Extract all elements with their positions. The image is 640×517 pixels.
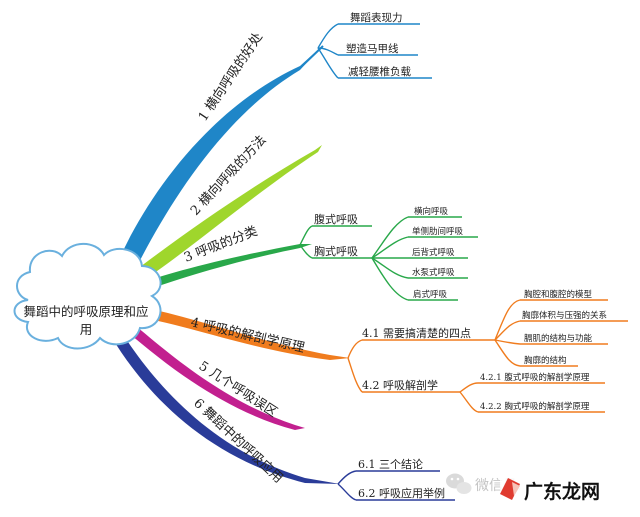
b6-child-label: 6.1 三个结论	[358, 457, 423, 471]
b4-leaf-label: 胸廓体积与压强的关系	[522, 310, 607, 321]
central-topic-line1: 舞蹈中的呼吸原理和应	[23, 304, 148, 319]
watermark-brand-bg	[500, 476, 640, 504]
b3-leaf-connector	[371, 257, 409, 301]
b1-connector	[317, 47, 339, 79]
b3-leaf-label: 后背式呼吸	[412, 247, 455, 258]
branch-2-shape	[120, 145, 322, 287]
b1-connector	[317, 47, 339, 56]
b3-leaf-connector	[371, 257, 409, 279]
b4-connector	[347, 357, 363, 393]
watermark-brand: 广东龙网	[524, 480, 600, 503]
b3-leaf-label: 水泵式呼吸	[412, 267, 455, 278]
branch-4-label: 4 呼吸的解剖学原理	[189, 314, 306, 356]
central-topic: 舞蹈中的呼吸原理和应 用	[13, 242, 162, 350]
b6-connector	[337, 470, 357, 485]
b4-leaf-connector	[494, 339, 521, 367]
b4-leaf-label: 膈肌的结构与功能	[524, 333, 593, 344]
b4-leaf-connector	[494, 299, 521, 341]
b4-leaf-label: 4.2.2 胸式呼吸的解剖学原理	[480, 401, 590, 412]
b4-child-label: 4.1 需要搞清楚的四点	[362, 326, 471, 340]
b3-child-label: 腹式呼吸	[314, 212, 358, 226]
b4-leaf-label: 4.2.1 腹式呼吸的解剖学原理	[480, 372, 590, 383]
b6-connector	[337, 483, 357, 501]
watermark: 微信号: 广东龙网	[446, 473, 640, 504]
b4-child-label: 4.2 呼吸解剖学	[362, 378, 438, 392]
b3-leaf-connector	[371, 216, 409, 259]
b4-connector	[347, 339, 363, 359]
b4-leaf-connector	[494, 339, 521, 345]
b4-leaf-connector	[494, 320, 521, 341]
watermark-logo-icon	[500, 478, 520, 500]
b3-child-label: 胸式呼吸	[314, 244, 358, 258]
b3-leaf-label: 肩式呼吸	[413, 289, 448, 300]
wechat-icon	[446, 473, 472, 494]
branch-1-label: 1 横向呼吸的好处	[195, 30, 266, 125]
b4-leaf-label: 胸腔和腹腔的模型	[524, 289, 593, 300]
cloud-shape	[13, 242, 162, 350]
b1-leaf-label: 减轻腰椎负载	[348, 65, 411, 78]
b1-leaf-label: 塑造马甲线	[346, 42, 399, 55]
b4-leaf-connector	[459, 391, 479, 413]
b3-leaf-connector	[371, 236, 409, 259]
b3-leaf-label: 单侧肋间呼吸	[412, 226, 464, 237]
b3-connector	[299, 225, 313, 246]
central-topic-line2: 用	[80, 322, 93, 337]
b1-connector	[317, 23, 339, 49]
b6-child-label: 6.2 呼吸应用举例	[358, 486, 445, 500]
b4-leaf-connector	[459, 382, 479, 393]
sub-labels: 舞蹈表现力 塑造马甲线 减轻腰椎负载 腹式呼吸 胸式呼吸 横向呼吸 单侧肋间呼吸…	[314, 11, 607, 500]
b3-leaf-label: 横向呼吸	[414, 206, 449, 217]
branch-4-shape	[128, 305, 350, 360]
sub-branches	[299, 23, 628, 501]
b4-leaf-label: 胸廓的结构	[524, 355, 567, 366]
b1-leaf-label: 舞蹈表现力	[350, 11, 403, 24]
b3-connector	[299, 244, 313, 259]
